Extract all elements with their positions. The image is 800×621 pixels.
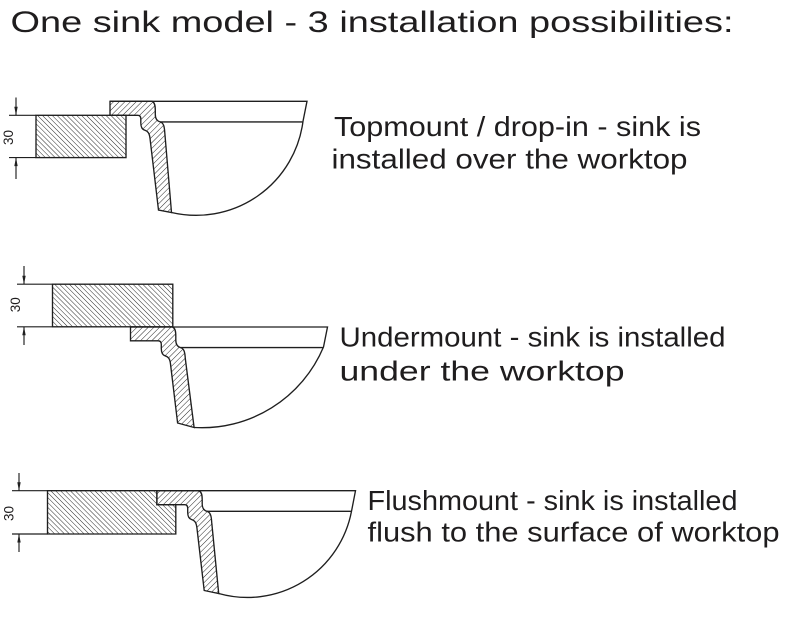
svg-text:30: 30	[1, 506, 16, 521]
svg-text:Topmount / drop-in - sink is: Topmount / drop-in - sink is	[334, 110, 701, 142]
svg-text:30: 30	[8, 297, 23, 312]
svg-text:under the worktop: under the worktop	[340, 355, 625, 387]
svg-text:Flushmount - sink is installed: Flushmount - sink is installed	[368, 484, 738, 516]
svg-text:flush to the surface of workto: flush to the surface of worktop	[368, 515, 780, 547]
svg-text:30: 30	[1, 130, 16, 145]
svg-text:installed over the worktop: installed over the worktop	[332, 143, 688, 175]
svg-text:Undermount - sink is installed: Undermount - sink is installed	[340, 321, 726, 353]
svg-text:One sink model - 3 installatio: One sink model - 3 installation possibil…	[11, 6, 734, 39]
